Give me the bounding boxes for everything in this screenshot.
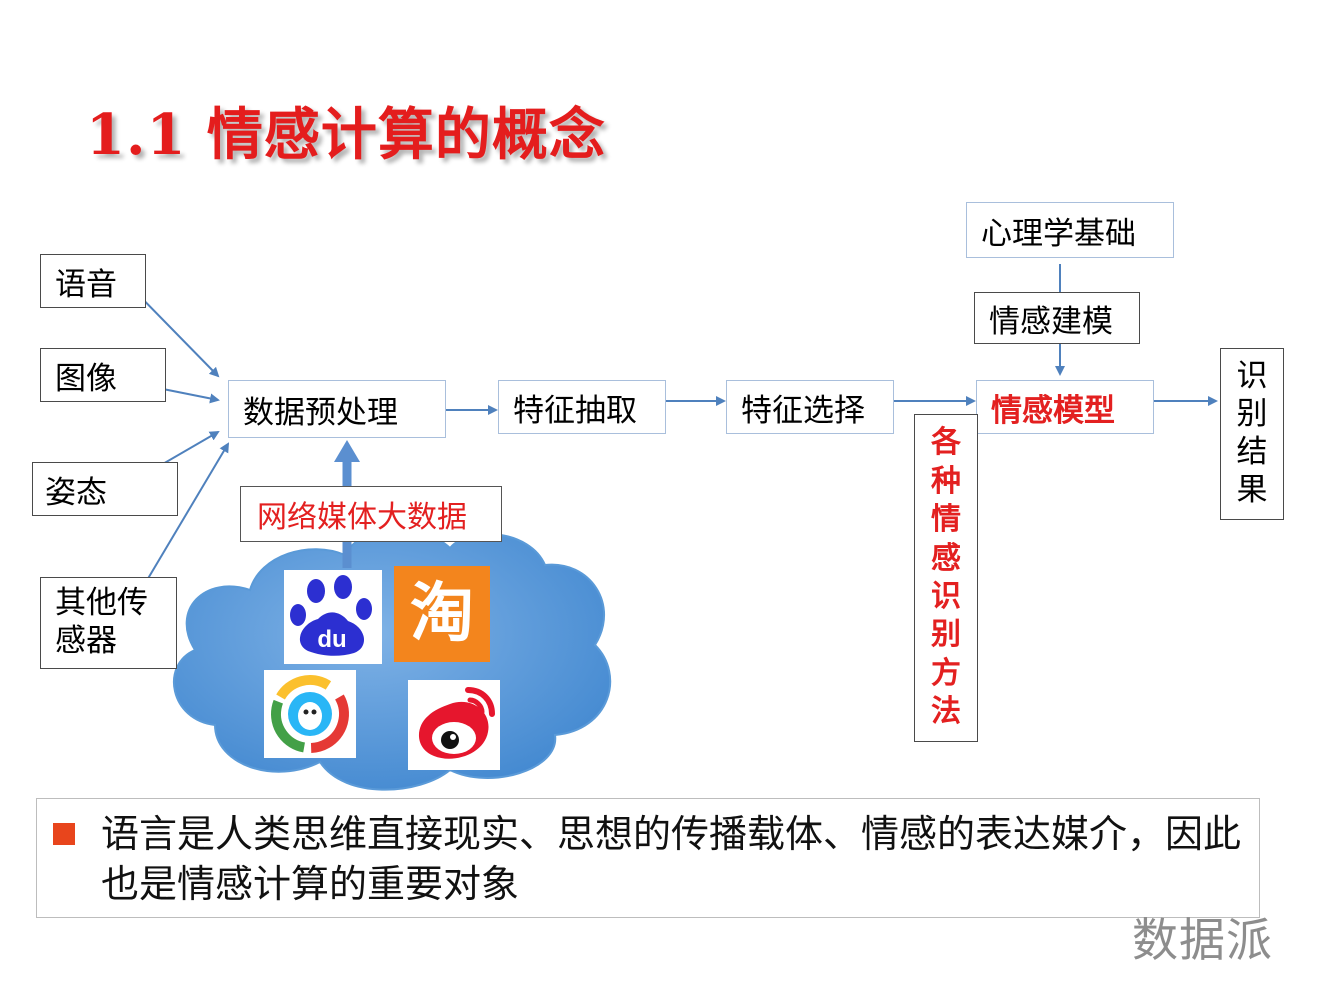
- step-feature-extraction: 特征抽取: [498, 380, 666, 434]
- input-image: 图像: [40, 348, 166, 402]
- step-result-char: 结: [1236, 434, 1268, 470]
- taobao-logo: 淘: [394, 566, 490, 662]
- step-preprocess: 数据预处理: [228, 380, 446, 438]
- cloud-shape: [172, 528, 612, 791]
- note-text: 语言是人类思维直接现实、思想的传播载体、情感的表达媒介，因此也是情感计算的重要对…: [101, 812, 1242, 906]
- bullet-square-icon: [53, 823, 75, 845]
- recognition-methods-char: 情: [931, 502, 961, 538]
- input-image-label: 图像: [55, 360, 117, 397]
- weibo-eye-icon: [418, 687, 495, 759]
- input-speech-label: 语音: [55, 266, 117, 303]
- recognition-methods-char: 各: [931, 425, 961, 461]
- step-result-char: 别: [1236, 396, 1268, 433]
- recognition-methods-char: 法: [931, 694, 961, 730]
- step-emotion-model-label: 情感模型: [991, 392, 1115, 429]
- bigdata-label: 网络媒体大数据: [257, 500, 467, 535]
- input-other-sensors: 其他传 感器: [40, 577, 177, 669]
- bigdata-label-box: 网络媒体大数据: [240, 486, 502, 542]
- emotion-modeling-label: 情感建模: [989, 303, 1113, 340]
- page-title: 1.1 情感计算的概念: [86, 102, 606, 168]
- input-speech: 语音: [40, 254, 146, 308]
- baidu-text: du: [317, 626, 346, 653]
- arrow-sensors: [139, 442, 230, 593]
- emotion-modeling: 情感建模: [974, 292, 1140, 344]
- recognition-methods-char: 感: [931, 540, 961, 576]
- tencent-news-icon: [271, 675, 349, 753]
- recognition-methods-char: 别: [931, 617, 961, 653]
- step-preprocess-label: 数据预处理: [243, 394, 398, 431]
- psychology-foundation-label: 心理学基础: [981, 215, 1136, 252]
- step-result-char: 果: [1236, 471, 1268, 508]
- input-posture: 姿态: [32, 462, 178, 516]
- weibo-logo: [408, 680, 500, 770]
- recognition-methods-char: 种: [931, 463, 961, 499]
- step-feature-selection: 特征选择: [726, 380, 894, 434]
- recognition-methods: 各 种 情 感 识 别 方 法: [914, 414, 978, 742]
- input-other-sensors-line2: 感器: [55, 623, 117, 659]
- recognition-methods-char: 方: [931, 655, 961, 691]
- step-feature-selection-label: 特征选择: [741, 392, 865, 429]
- step-emotion-model: 情感模型: [976, 380, 1154, 434]
- taobao-text: 淘: [410, 577, 474, 651]
- step-result: 识 别 结 果: [1220, 348, 1284, 520]
- tencent-news-logo: [264, 670, 356, 758]
- arrowhead-bigdata: [334, 440, 360, 462]
- psychology-foundation: 心理学基础: [966, 202, 1174, 258]
- watermark: 数据派: [1132, 913, 1273, 967]
- baidu-paw-icon: du: [290, 575, 372, 656]
- note-box: 语言是人类思维直接现实、思想的传播载体、情感的表达媒介，因此也是情感计算的重要对…: [36, 798, 1260, 918]
- input-other-sensors-line1: 其他传: [55, 585, 148, 622]
- step-result-char: 识: [1236, 358, 1268, 395]
- recognition-methods-char: 识: [931, 579, 961, 614]
- input-posture-label: 姿态: [45, 474, 107, 511]
- step-feature-extraction-label: 特征抽取: [513, 392, 637, 429]
- baidu-logo: du: [284, 570, 382, 664]
